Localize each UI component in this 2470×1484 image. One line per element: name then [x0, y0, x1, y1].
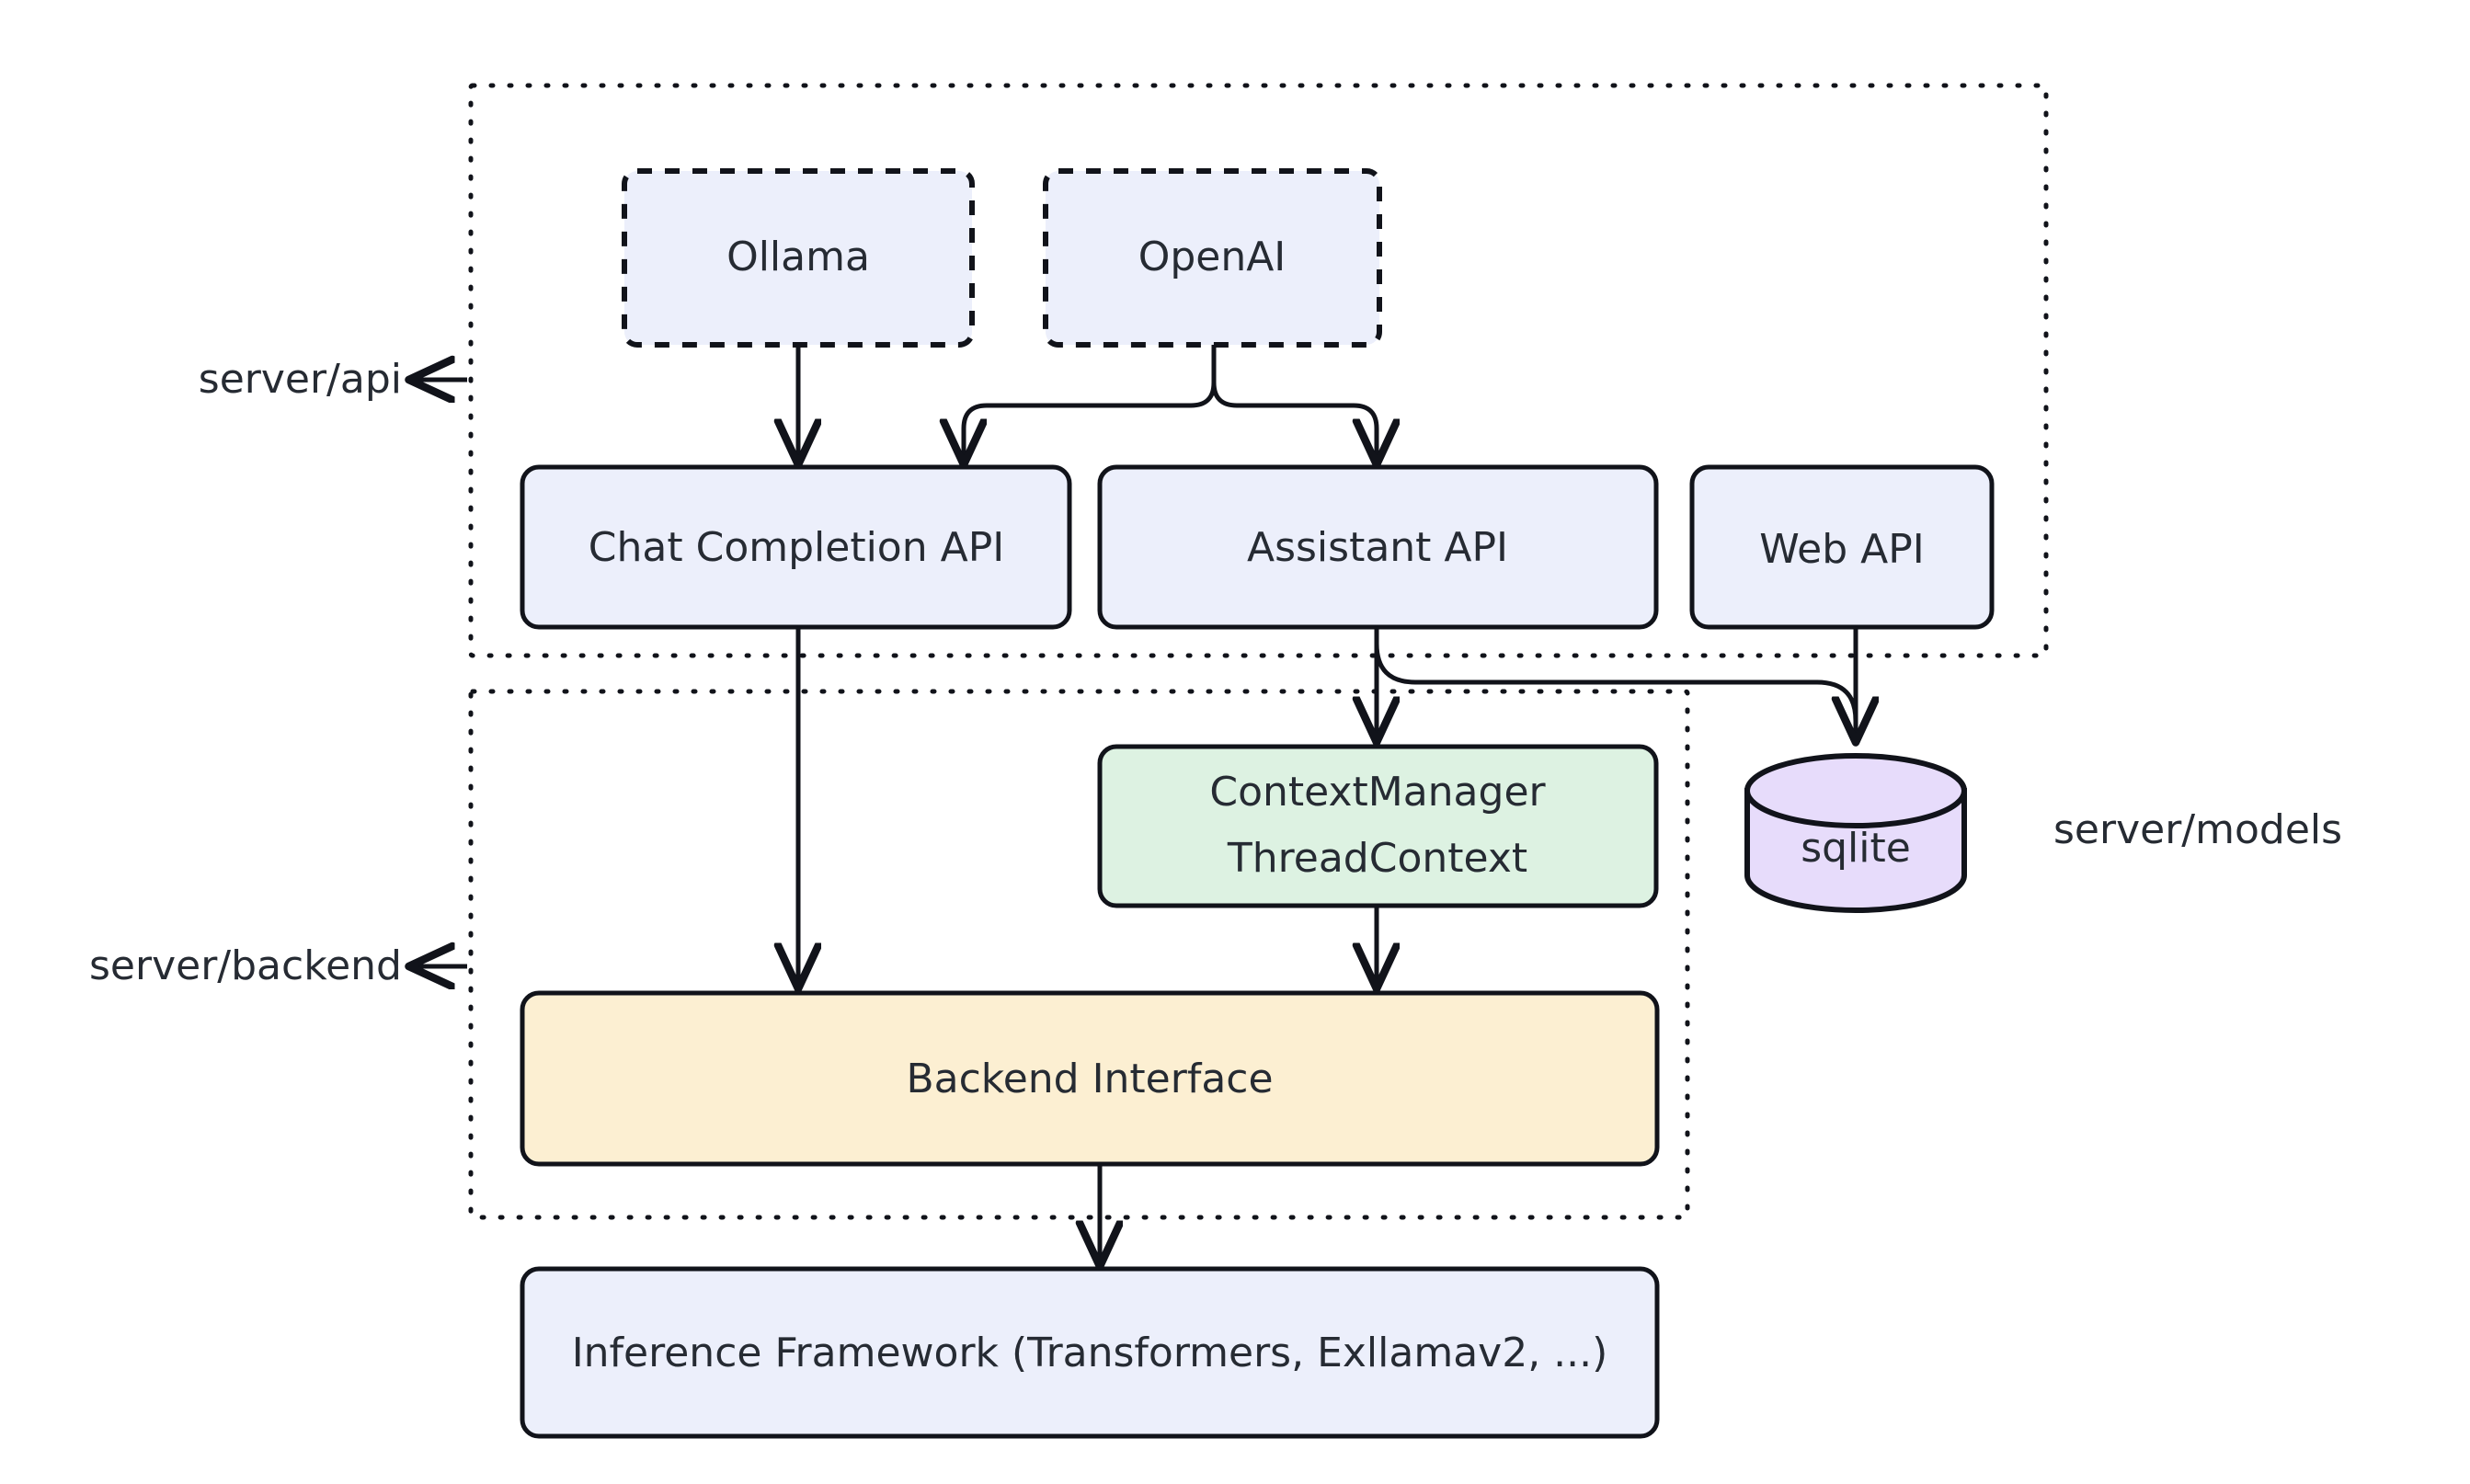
node-chat-completion-api[interactable]: Chat Completion API [520, 464, 1072, 630]
node-ollama-shape [622, 168, 975, 348]
node-assistant-api-shape [1097, 464, 1659, 630]
group-label-models: server/models [2053, 806, 2342, 853]
group-container-api [468, 83, 2049, 658]
node-openai-label: OpenAI [1138, 234, 1286, 280]
group-label-api: server/api [199, 356, 467, 403]
node-backend-interface-label: Backend Interface [906, 1056, 1273, 1102]
node-web-api[interactable]: Web API [1689, 464, 1995, 630]
node-assistant-api[interactable]: Assistant API [1097, 464, 1659, 630]
group-label-backend: server/backend [89, 942, 467, 989]
node-ollama[interactable]: Ollama [622, 168, 975, 348]
node-chat-completion-api-label: Chat Completion API [589, 524, 1004, 571]
node-sqlite[interactable]: sqlite [1744, 753, 1967, 913]
node-context-manager[interactable]: ContextManager ThreadContext [1097, 744, 1659, 908]
group-label-models-text: server/models [2053, 806, 2342, 853]
node-assistant-api-label: Assistant API [1247, 524, 1508, 571]
node-context-manager-label-line1: ContextManager [1209, 769, 1546, 816]
group-label-backend-text: server/backend [89, 942, 402, 989]
edge-openai-to-chat-completion-api [964, 345, 1217, 462]
group-container-backend [468, 689, 1690, 1220]
node-context-manager-label-line2: ThreadContext [1227, 835, 1527, 882]
node-inference-framework[interactable]: Inference Framework (Transformers, Exlla… [520, 1266, 1660, 1439]
node-ollama-label: Ollama [726, 234, 870, 280]
node-backend-interface-shape [520, 990, 1660, 1167]
node-backend-interface[interactable]: Backend Interface [520, 990, 1660, 1167]
node-openai[interactable]: OpenAI [1043, 168, 1382, 348]
node-openai-shape [1043, 168, 1382, 348]
node-sqlite-top [1744, 753, 1967, 828]
node-context-manager-shape [1097, 744, 1659, 908]
node-sqlite-label: sqlite [1801, 825, 1911, 872]
node-chat-completion-api-shape [520, 464, 1072, 630]
node-inference-framework-shape [520, 1266, 1660, 1439]
node-web-api-shape [1689, 464, 1995, 630]
node-inference-framework-label: Inference Framework (Transformers, Exlla… [572, 1330, 1608, 1376]
edge-openai-to-assistant-api [1211, 345, 1377, 462]
node-web-api-label: Web API [1759, 526, 1925, 573]
group-label-api-text: server/api [199, 356, 402, 403]
